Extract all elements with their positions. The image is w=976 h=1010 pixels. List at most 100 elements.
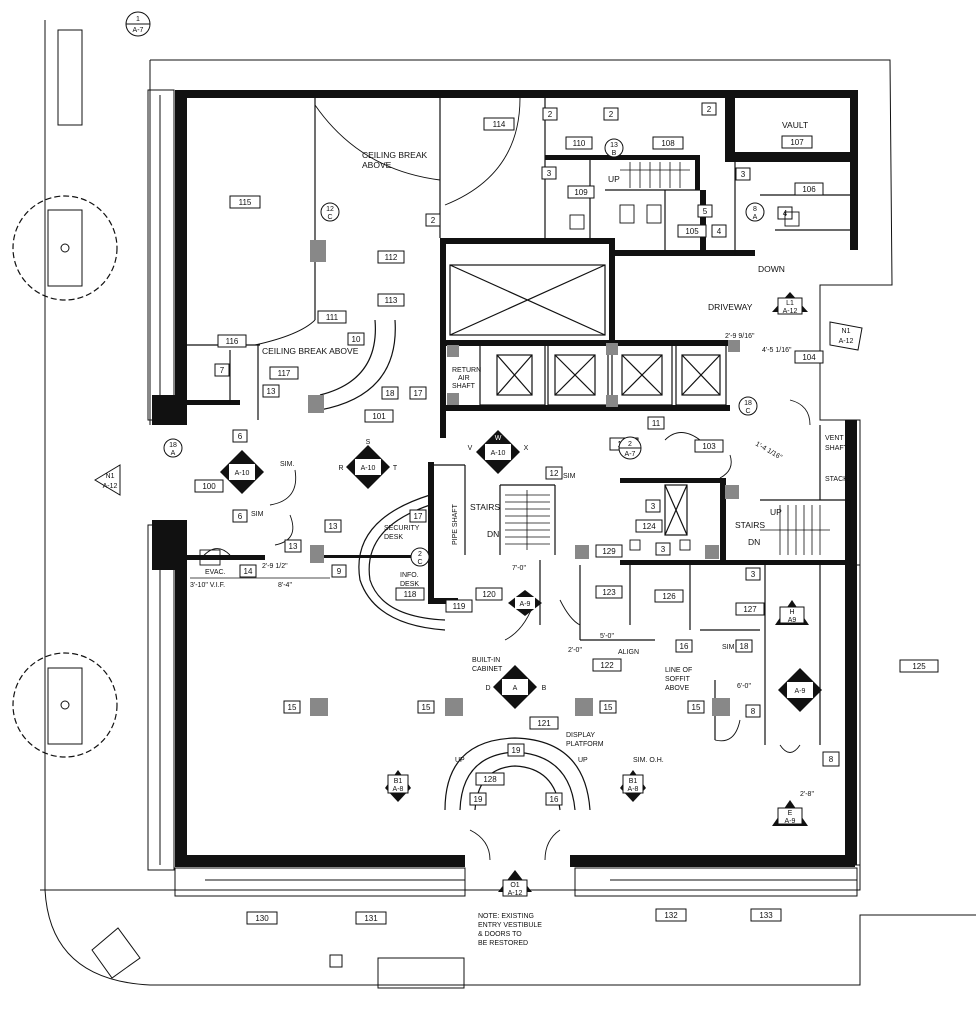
keynote-19: 19 — [469, 792, 487, 806]
dim-2-9: 2'-9 1/2" — [262, 563, 288, 570]
keynote-17: 17 — [409, 509, 427, 523]
keynote-16: 16 — [675, 639, 693, 653]
dim-5-0: 5'-0" — [600, 633, 614, 640]
svg-text:L1: L1 — [786, 300, 794, 307]
planter-bottom — [377, 957, 465, 989]
planter-corner — [91, 927, 141, 979]
builtin-cabinet-label-1: BUILT-IN — [472, 657, 500, 664]
svg-text:A-7: A-7 — [133, 27, 144, 34]
svg-text:A: A — [171, 450, 176, 457]
keynote-13: 13 — [324, 519, 342, 533]
svg-text:A-8: A-8 — [393, 786, 404, 793]
svg-text:101: 101 — [372, 412, 386, 421]
svg-text:A: A — [753, 214, 758, 221]
keynote-8: 8 — [822, 751, 840, 767]
room-number-111: 111 — [317, 310, 347, 324]
svg-text:SIM.: SIM. — [280, 461, 294, 468]
svg-text:8: 8 — [829, 755, 834, 764]
down-label: DOWN — [758, 264, 785, 274]
room-number-110: 110 — [565, 136, 593, 150]
keynote-16: 16 — [545, 792, 563, 806]
elevation-marker-w: W A-10 V X — [468, 430, 529, 474]
room-number-124: 124 — [635, 519, 663, 533]
room-number-121: 121 — [529, 716, 559, 730]
room-number-117: 117 — [269, 366, 299, 380]
section-marker-n1-right: N1 A-12 — [829, 321, 863, 351]
section-marker-e: E A-9 — [772, 800, 808, 826]
svg-text:5: 5 — [703, 207, 708, 216]
elevation-markers: W A-10 V X S A-10 R T A-10 SIM. A D B — [220, 430, 822, 712]
room-number-129: 129 — [595, 544, 623, 558]
svg-text:V: V — [468, 445, 473, 452]
svg-text:2: 2 — [431, 216, 436, 225]
room-number-103: 103 — [694, 439, 724, 453]
keynote-13: 13 — [262, 384, 280, 398]
svg-text:8: 8 — [751, 707, 756, 716]
svg-text:105: 105 — [685, 227, 699, 236]
fixtures — [199, 204, 800, 566]
keynote-15: 15 — [687, 700, 705, 714]
svg-text:9: 9 — [337, 567, 342, 576]
windows — [147, 89, 861, 897]
room-number-122: 122 — [592, 658, 622, 672]
svg-text:S: S — [366, 439, 371, 446]
security-desk-label-1: SECURITY — [384, 525, 420, 532]
room-number-125: 125 — [899, 659, 939, 673]
svg-text:A-12: A-12 — [103, 483, 118, 490]
up-label-platform-left: UP — [455, 757, 465, 764]
svg-text:2: 2 — [707, 105, 712, 114]
room-number-133: 133 — [750, 908, 782, 922]
door-swings — [199, 97, 811, 861]
svg-text:118: 118 — [404, 590, 417, 599]
svg-text:133: 133 — [759, 911, 773, 920]
room-number-131: 131 — [355, 911, 387, 925]
stairs-label-main: STAIRS — [470, 502, 500, 512]
stairs-east — [760, 505, 830, 555]
svg-text:7: 7 — [220, 366, 225, 375]
stairs-main — [505, 490, 550, 550]
keynote-2: 2 — [603, 107, 619, 121]
svg-text:125: 125 — [912, 662, 926, 671]
builtin-cabinet-label-2: CABINET — [472, 666, 503, 673]
svg-text:16: 16 — [680, 642, 689, 651]
svg-text:A-10: A-10 — [361, 465, 376, 472]
keynote-19: 19 — [507, 743, 525, 757]
svg-text:17: 17 — [414, 512, 423, 521]
svg-text:109: 109 — [574, 188, 588, 197]
planter-top — [57, 29, 83, 126]
svg-text:124: 124 — [642, 522, 656, 531]
keynote-5: 5 — [697, 204, 713, 218]
svg-text:115: 115 — [239, 198, 252, 207]
sim-label-3: SIM — [722, 644, 735, 651]
room-number-132: 132 — [655, 908, 687, 922]
keynote-6: 6 — [232, 509, 248, 523]
vent-shaft-label-2: SHAFT — [825, 445, 849, 452]
keynote-3: 3 — [745, 567, 761, 581]
soffit-label-1: LINE OF — [665, 667, 692, 674]
svg-text:T: T — [393, 465, 398, 472]
return-air-label-3: SHAFT — [452, 383, 476, 390]
svg-text:17: 17 — [414, 389, 423, 398]
svg-text:120: 120 — [482, 590, 496, 599]
keynote-14: 14 — [239, 564, 257, 578]
section-marker-b1-right: B1 A-8 — [620, 770, 646, 802]
return-air-label-1: RETURN — [452, 367, 481, 374]
keynote-3: 3 — [645, 499, 661, 513]
up-label-east: UP — [770, 507, 782, 517]
svg-text:A-9: A-9 — [520, 601, 531, 608]
keynote-12: 12 — [545, 466, 563, 480]
room-number-127: 127 — [735, 602, 765, 616]
svg-text:2: 2 — [418, 551, 422, 558]
keynote-13: 13 — [284, 539, 302, 553]
svg-text:A-12: A-12 — [839, 338, 854, 345]
ceiling-break-above-label-2: CEILING BREAK ABOVE — [262, 346, 359, 356]
room-number-107: 107 — [781, 135, 813, 149]
svg-text:114: 114 — [493, 120, 506, 129]
svg-text:110: 110 — [573, 139, 586, 148]
dim-2-9-9-16: 2'-9 9/16" — [725, 333, 755, 340]
note-line-3: & DOORS TO — [478, 931, 522, 938]
svg-text:15: 15 — [604, 703, 613, 712]
door-tag-12c: 12C — [320, 202, 340, 222]
room-number-101: 101 — [364, 409, 394, 423]
